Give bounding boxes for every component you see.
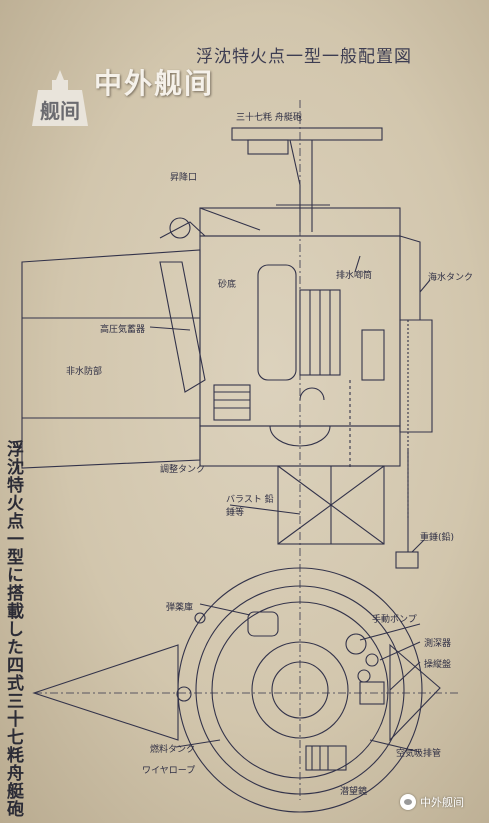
side-caption: 浮沈特火点一型に搭載した四式三十七粍舟艇砲: [3, 440, 23, 818]
label-gauge: 測深器: [424, 639, 452, 649]
label-tank2: 燃料タンク: [150, 745, 196, 755]
gun-pedestal: [289, 139, 313, 232]
label-gun: 三十七粍 舟艇砲: [236, 113, 302, 123]
ship-tower-icon: 舰间: [32, 70, 88, 126]
label-sand: 砂底: [218, 280, 237, 290]
label-control: 操縦盤: [424, 660, 452, 670]
watermark: 中外舰间: [400, 794, 464, 810]
label-hand-pump: 手動ポンプ: [372, 615, 417, 625]
brand-logo-text: 中外舰间: [94, 67, 215, 100]
label-ballast: バラスト 鉛錘等: [226, 495, 274, 518]
label-water-tank: 海水タンク: [428, 273, 474, 283]
bunk: [257, 264, 297, 381]
hull-side-section: [21, 249, 201, 469]
hand-wheel: [159, 221, 206, 239]
label-high-pressure: 高圧気蓄器: [100, 325, 146, 335]
watermark-text: 中外舰间: [420, 796, 464, 809]
label-hull: 非水防部: [66, 367, 103, 377]
gun-breech: [247, 139, 289, 155]
label-periscope: 潜望鏡: [340, 787, 368, 797]
logo-badge-text: 舰间: [40, 99, 80, 123]
anchor-weight: [395, 551, 419, 569]
label-anchor: 重錘(鉛): [420, 533, 455, 543]
drawing-title: 浮沈特火点一型一般配置図: [196, 47, 412, 67]
label-vent: 空気吸排管: [396, 749, 442, 759]
gun-barrel: [231, 127, 383, 141]
label-cable: ワイヤロープ: [142, 766, 196, 776]
label-pump: 排水喞筒: [336, 271, 373, 281]
label-trim-tank: 調整タンク: [160, 465, 206, 475]
wechat-icon: [400, 794, 416, 810]
label-magazine: 弾薬庫: [166, 603, 194, 613]
label-hatch: 昇降口: [170, 173, 198, 183]
logo-badge: 舰间: [30, 70, 90, 126]
plan-bow: [32, 644, 179, 741]
